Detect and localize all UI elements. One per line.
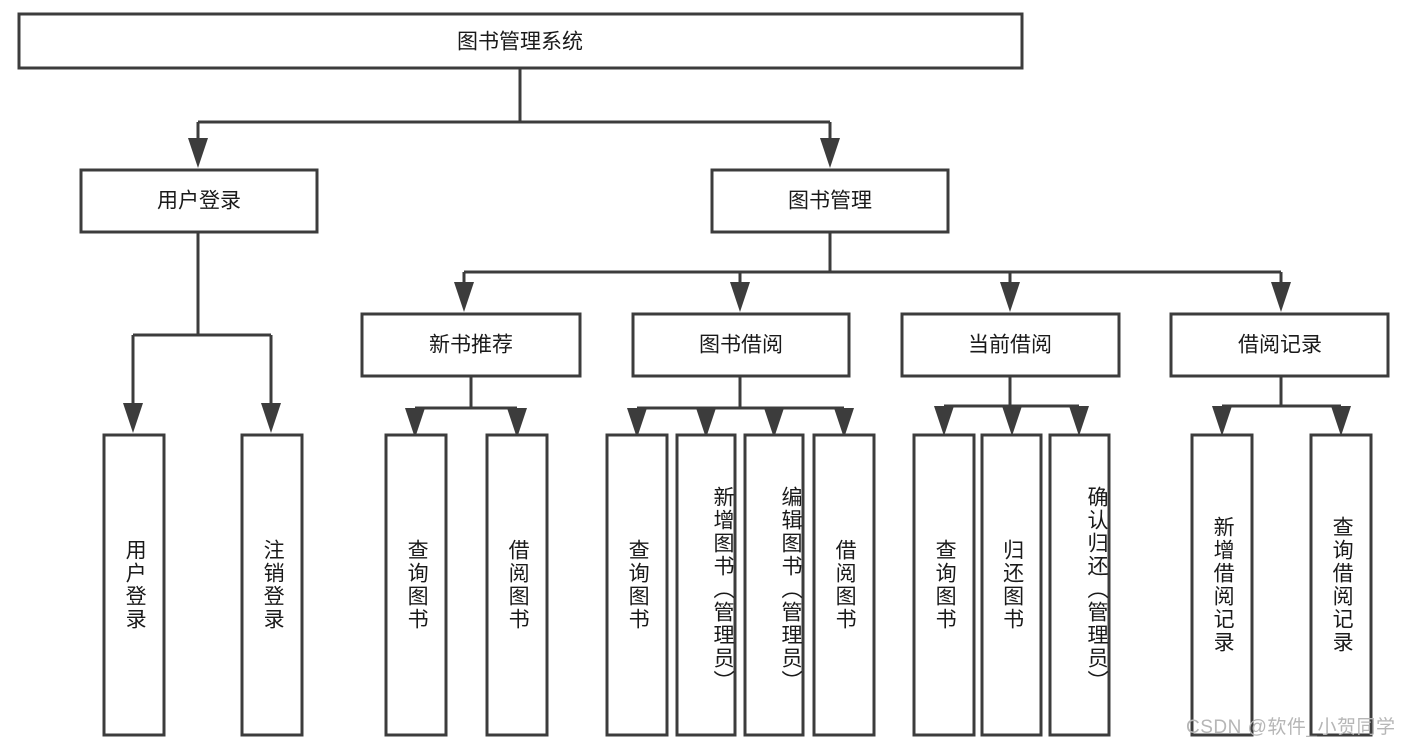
connector-group-root-to-level2 [188, 68, 840, 168]
leaf-box-current-borrow-2[interactable] [1048, 433, 1111, 737]
arrowhead-book-borrow-leaf3 [834, 408, 854, 438]
arrowhead-borrow-record-leaf1 [1331, 406, 1351, 436]
leaf-box-book-borrow-2[interactable] [743, 433, 805, 737]
connector-group-new-book-to-leaves [405, 376, 527, 438]
connector-group-book-mgmt-to-level3 [454, 232, 1291, 312]
node-user-login-label: 用户登录 [157, 190, 241, 213]
node-new-book-recommend[interactable]: 新书推荐 [360, 312, 582, 378]
node-book-borrow-box[interactable] [631, 312, 851, 378]
node-book-management[interactable]: 图书管理 [710, 168, 950, 234]
node-user-login-box[interactable] [79, 168, 319, 234]
arrowhead-book-mgmt [820, 138, 840, 168]
node-current-borrow[interactable]: 当前借阅 [900, 312, 1121, 378]
node-book-borrow-label: 图书借阅 [699, 334, 783, 357]
arrowhead-book-borrow-leaf0 [627, 408, 647, 438]
arrowhead-current-borrow-leaf2 [1069, 406, 1089, 436]
arrowhead-borrow-record-leaf0 [1212, 406, 1232, 436]
leaf-box-borrow-record-0[interactable] [1190, 433, 1254, 737]
leaf-boxes-new-book-recommend [384, 433, 549, 737]
arrowhead-user-login [188, 138, 208, 168]
connector-group-user-login-to-leaves [123, 232, 281, 433]
node-book-borrow[interactable]: 图书借阅 [631, 312, 851, 378]
leaf-box-current-borrow-1[interactable] [980, 433, 1043, 737]
node-root-label: 图书管理系统 [457, 31, 583, 54]
arrowhead-current-borrow-leaf0 [934, 406, 954, 436]
node-root[interactable]: 图书管理系统 [17, 12, 1024, 70]
arrowhead-book-borrow-leaf2 [764, 408, 784, 438]
connector-group-current-borrow-to-leaves [934, 376, 1089, 436]
arrowhead-new-book [454, 282, 474, 312]
leaf-boxes-current-borrow [912, 433, 1111, 737]
leaf-boxes-borrow-record [1190, 433, 1373, 737]
leaf-boxes-user-login [102, 433, 304, 737]
arrowhead-borrow-record [1271, 282, 1291, 312]
connector-group-borrow-record-to-leaves [1212, 376, 1351, 436]
node-root-box[interactable] [17, 12, 1024, 70]
node-user-login[interactable]: 用户登录 [79, 168, 319, 234]
arrowhead-book-borrow [730, 282, 750, 312]
leaf-box-new-book-1[interactable] [485, 433, 549, 737]
arrowhead-user-login-leaf1 [261, 403, 281, 433]
arrowhead-new-book-leaf1 [507, 408, 527, 438]
leaf-box-user-login-0[interactable] [102, 433, 166, 737]
node-current-borrow-label: 当前借阅 [968, 334, 1052, 357]
watermark-text: CSDN @软件_小贺同学 [1186, 717, 1396, 738]
node-book-management-box[interactable] [710, 168, 950, 234]
node-current-borrow-box[interactable] [900, 312, 1121, 378]
arrowhead-current-borrow-leaf1 [1002, 406, 1022, 436]
node-borrow-record-label: 借阅记录 [1238, 334, 1322, 357]
node-new-book-recommend-box[interactable] [360, 312, 582, 378]
node-borrow-record[interactable]: 借阅记录 [1169, 312, 1390, 378]
leaf-box-current-borrow-0[interactable] [912, 433, 976, 737]
leaf-boxes-book-borrow [605, 433, 876, 737]
connector-group-book-borrow-to-leaves [627, 376, 854, 438]
leaf-box-book-borrow-1[interactable] [675, 433, 737, 737]
leaf-box-borrow-record-1[interactable] [1309, 433, 1373, 737]
leaf-box-user-login-1[interactable] [240, 433, 304, 737]
node-borrow-record-box[interactable] [1169, 312, 1390, 378]
node-book-management-label: 图书管理 [788, 190, 872, 213]
leaf-box-book-borrow-3[interactable] [812, 433, 876, 737]
node-new-book-recommend-label: 新书推荐 [429, 334, 513, 357]
leaf-box-book-borrow-0[interactable] [605, 433, 669, 737]
arrowhead-book-borrow-leaf1 [696, 408, 716, 438]
arrowhead-current-borrow [1000, 282, 1020, 312]
leaf-box-new-book-0[interactable] [384, 433, 448, 737]
arrowhead-new-book-leaf0 [405, 408, 425, 438]
arrowhead-user-login-leaf0 [123, 403, 143, 433]
